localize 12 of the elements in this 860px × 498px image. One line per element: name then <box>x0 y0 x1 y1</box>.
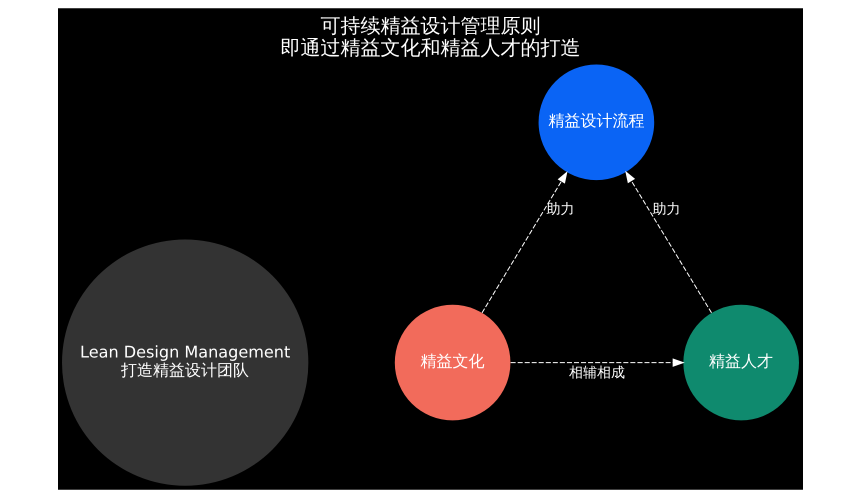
node-circle: Lean Design Management 打造精益设计团队 <box>62 239 308 486</box>
node-circle: 精益设计流程 <box>538 64 654 180</box>
arrow <box>481 171 568 314</box>
arrow <box>624 170 712 314</box>
caption: 即通过精益文化和精益人才的打造 <box>280 35 580 60</box>
edge-label: 助力 <box>546 202 574 218</box>
node-circle: 精益人才 <box>682 304 798 420</box>
diagram-title: 可持续精益设计管理原则 <box>320 13 540 38</box>
edge-label: 助力 <box>652 202 680 218</box>
edge-label: 相辅相成 <box>568 364 624 381</box>
node-circle: 精益文化 <box>394 304 510 420</box>
arrow <box>510 358 684 367</box>
